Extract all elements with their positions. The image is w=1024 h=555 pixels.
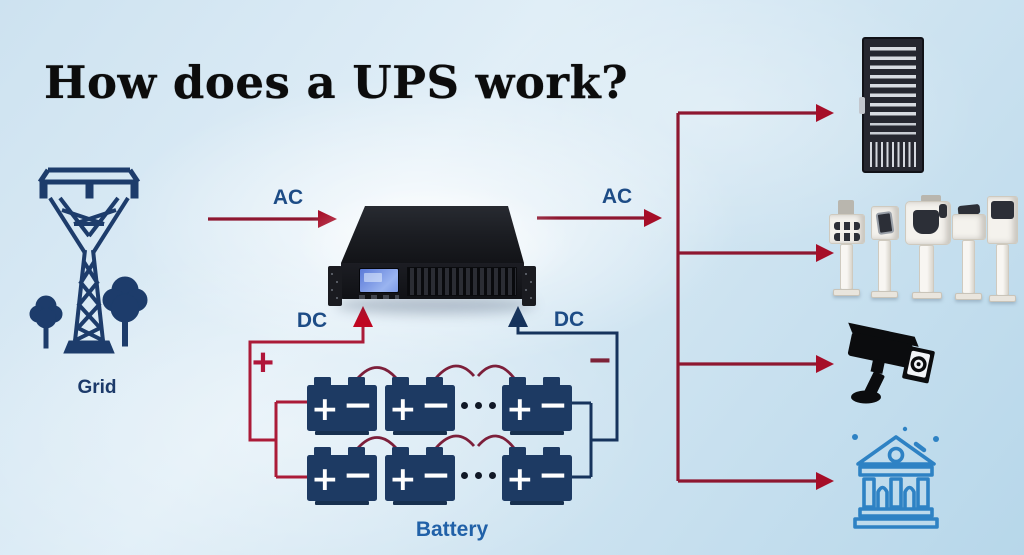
kiosk-base <box>871 291 898 298</box>
battery-base <box>315 501 369 505</box>
kiosk-pedestal <box>919 245 934 293</box>
battery-base <box>510 431 564 435</box>
dc-positive-wire <box>248 324 365 479</box>
battery-minus: − <box>420 385 451 426</box>
battery-minus: − <box>537 455 568 496</box>
negative-terminal-label: − <box>588 340 612 382</box>
kiosk-base <box>955 293 982 300</box>
positive-terminal-label: + <box>251 342 275 384</box>
battery-terminal <box>509 377 526 386</box>
battery-terminal <box>426 377 443 386</box>
page-title: How does a UPS work? <box>44 56 629 110</box>
ac-output-label: AC <box>601 185 633 208</box>
battery-terminal <box>426 447 443 456</box>
transmission-tower-icon <box>29 167 148 354</box>
battery-terminal <box>509 447 526 456</box>
battery-terminal <box>543 377 560 386</box>
kiosk-base <box>989 295 1016 302</box>
battery-cell: +− <box>502 447 572 505</box>
ups-lcd-display <box>359 268 399 293</box>
battery-terminal <box>348 447 365 456</box>
battery-cell: +− <box>385 447 455 505</box>
server-slats <box>870 47 916 117</box>
kiosk-opening <box>913 210 939 234</box>
battery-base <box>510 501 564 505</box>
kiosk-pedestal <box>962 240 975 294</box>
battery-minus: − <box>342 385 373 426</box>
battery-terminal <box>543 447 560 456</box>
kiosk-handle <box>921 195 941 202</box>
ups-rack-ear-right <box>522 266 536 306</box>
kiosk-pedestal <box>840 244 853 290</box>
kiosk-topper <box>838 200 854 216</box>
ups-vent-grille <box>407 267 517 296</box>
server-latch <box>859 97 865 114</box>
battery-base <box>393 431 447 435</box>
dc-negative-wire <box>516 324 619 479</box>
server-vent-grille <box>870 142 916 167</box>
battery-cell: +− <box>502 377 572 435</box>
battery-ellipsis-dots <box>461 472 496 479</box>
bank-decor-dots <box>852 426 939 442</box>
kiosk-pedestal <box>878 240 891 292</box>
battery-plus: + <box>389 458 417 498</box>
ups-buttons <box>359 295 399 299</box>
bank-building-icon <box>852 426 939 529</box>
battery-terminal <box>314 447 331 456</box>
ups-shadow <box>335 296 535 314</box>
kiosk-pedestal <box>996 244 1009 296</box>
battery-minus: − <box>537 385 568 426</box>
ups-top-panel <box>341 206 524 263</box>
battery-base <box>393 501 447 505</box>
battery-base <box>315 431 369 435</box>
server-thin-slats <box>870 123 916 138</box>
kiosk-slots <box>834 222 860 230</box>
battery-cell: +− <box>307 377 377 435</box>
battery-minus: − <box>342 455 373 496</box>
battery-label: Battery <box>415 518 489 541</box>
ac-arrowheads <box>318 104 834 490</box>
battery-plus: + <box>311 458 339 498</box>
kiosk-base <box>833 289 860 296</box>
kiosk-base <box>912 292 942 299</box>
server-rack-icon <box>859 37 924 173</box>
kiosk-screen <box>991 201 1014 219</box>
battery-minus: − <box>420 455 451 496</box>
kiosk-head <box>952 214 986 240</box>
tree-icons <box>29 276 148 349</box>
ac-input-label: AC <box>272 186 304 209</box>
battery-terminal <box>348 377 365 386</box>
kiosk-slots <box>834 233 860 241</box>
cctv-camera-icon <box>847 322 935 404</box>
ups-rack-ear-left <box>328 266 342 306</box>
kiosk-screen <box>875 210 895 236</box>
battery-plus: + <box>506 458 534 498</box>
kiosk-machines-icon <box>826 192 1022 304</box>
battery-cell: +− <box>307 447 377 505</box>
battery-plus: + <box>311 388 339 428</box>
dc-negative-arrowhead <box>508 306 528 327</box>
dc-right-label: DC <box>553 308 585 331</box>
battery-terminal <box>314 377 331 386</box>
battery-jumper-wires <box>356 364 516 449</box>
dc-positive-arrowhead <box>353 306 373 327</box>
battery-plus: + <box>389 388 417 428</box>
battery-plus: + <box>506 388 534 428</box>
battery-terminal <box>392 447 409 456</box>
battery-ellipsis-dots <box>461 402 496 409</box>
battery-cell: +− <box>385 377 455 435</box>
kiosk-knob <box>939 204 947 218</box>
battery-terminal <box>392 377 409 386</box>
grid-label: Grid <box>77 377 117 398</box>
ups-rack-unit <box>295 186 575 314</box>
dc-left-label: DC <box>296 309 328 332</box>
